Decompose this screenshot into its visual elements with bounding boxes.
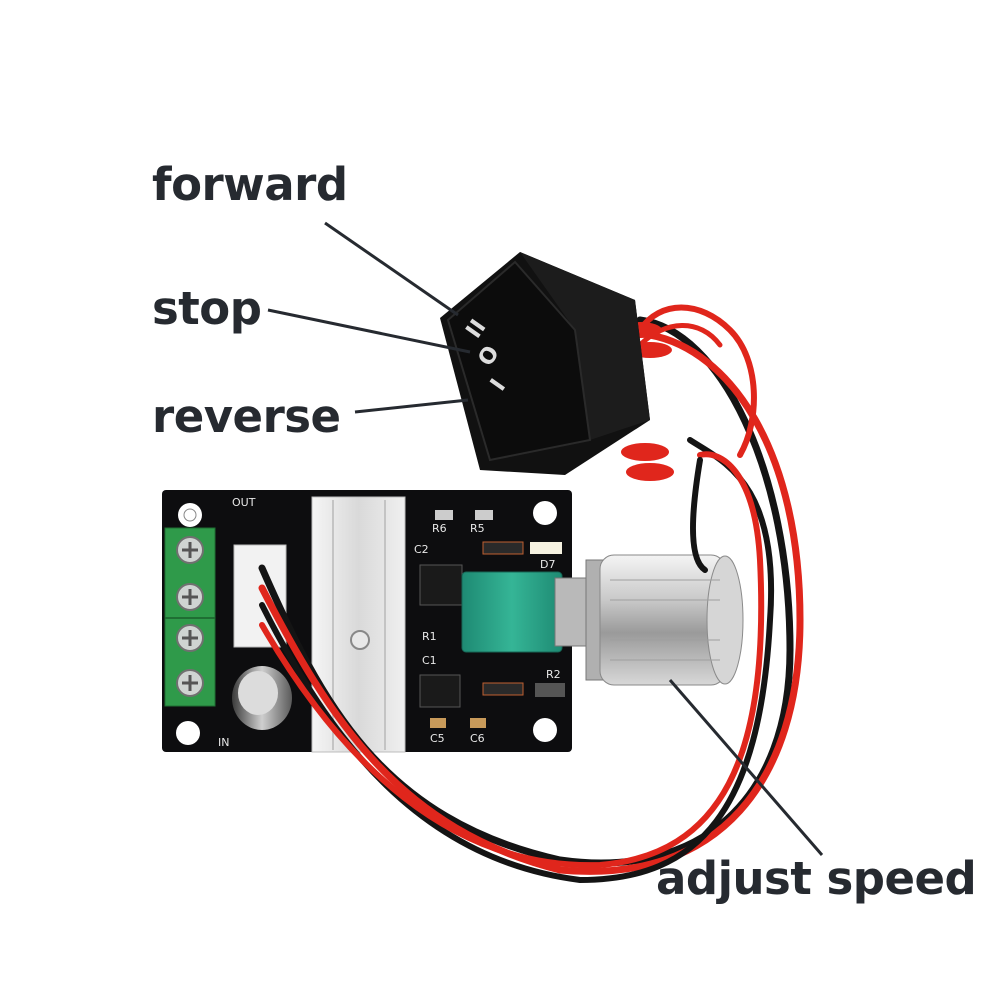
silk-c1: C1 <box>422 654 437 667</box>
label-reverse: reverse <box>152 390 341 443</box>
silk-c5: C5 <box>430 732 445 745</box>
silk-c6: C6 <box>470 732 485 745</box>
label-forward: forward <box>152 158 348 211</box>
electrolytic-capacitor <box>232 666 292 730</box>
silk-r2: R2 <box>546 668 561 681</box>
screw-terminal-block <box>164 527 216 707</box>
silk-d7: D7 <box>540 558 555 571</box>
silkscreen-labels: OUT IN R6 R5 C2 D7 R1 C1 R2 C5 C6 <box>218 496 561 749</box>
silk-in: IN <box>218 736 229 749</box>
label-stop: stop <box>152 282 262 335</box>
silk-r5: R5 <box>470 522 485 535</box>
silk-c2: C2 <box>414 543 429 556</box>
silk-out: OUT <box>232 496 256 509</box>
silk-r1: R1 <box>422 630 437 643</box>
forward-pointer <box>324 221 459 317</box>
reverse-pointer <box>354 398 469 414</box>
potentiometer <box>461 571 588 653</box>
rocker-switch[interactable]: II O I <box>440 252 650 475</box>
heatsink <box>311 496 406 753</box>
wires <box>258 304 804 884</box>
silk-r6: R6 <box>432 522 447 535</box>
adjust-speed-pointer <box>668 679 824 856</box>
speed-knob[interactable] <box>585 554 744 686</box>
label-adjust-speed: adjust speed <box>656 852 977 905</box>
smd-components <box>419 510 565 728</box>
stop-pointer <box>267 308 471 354</box>
callout-lines <box>267 221 824 856</box>
